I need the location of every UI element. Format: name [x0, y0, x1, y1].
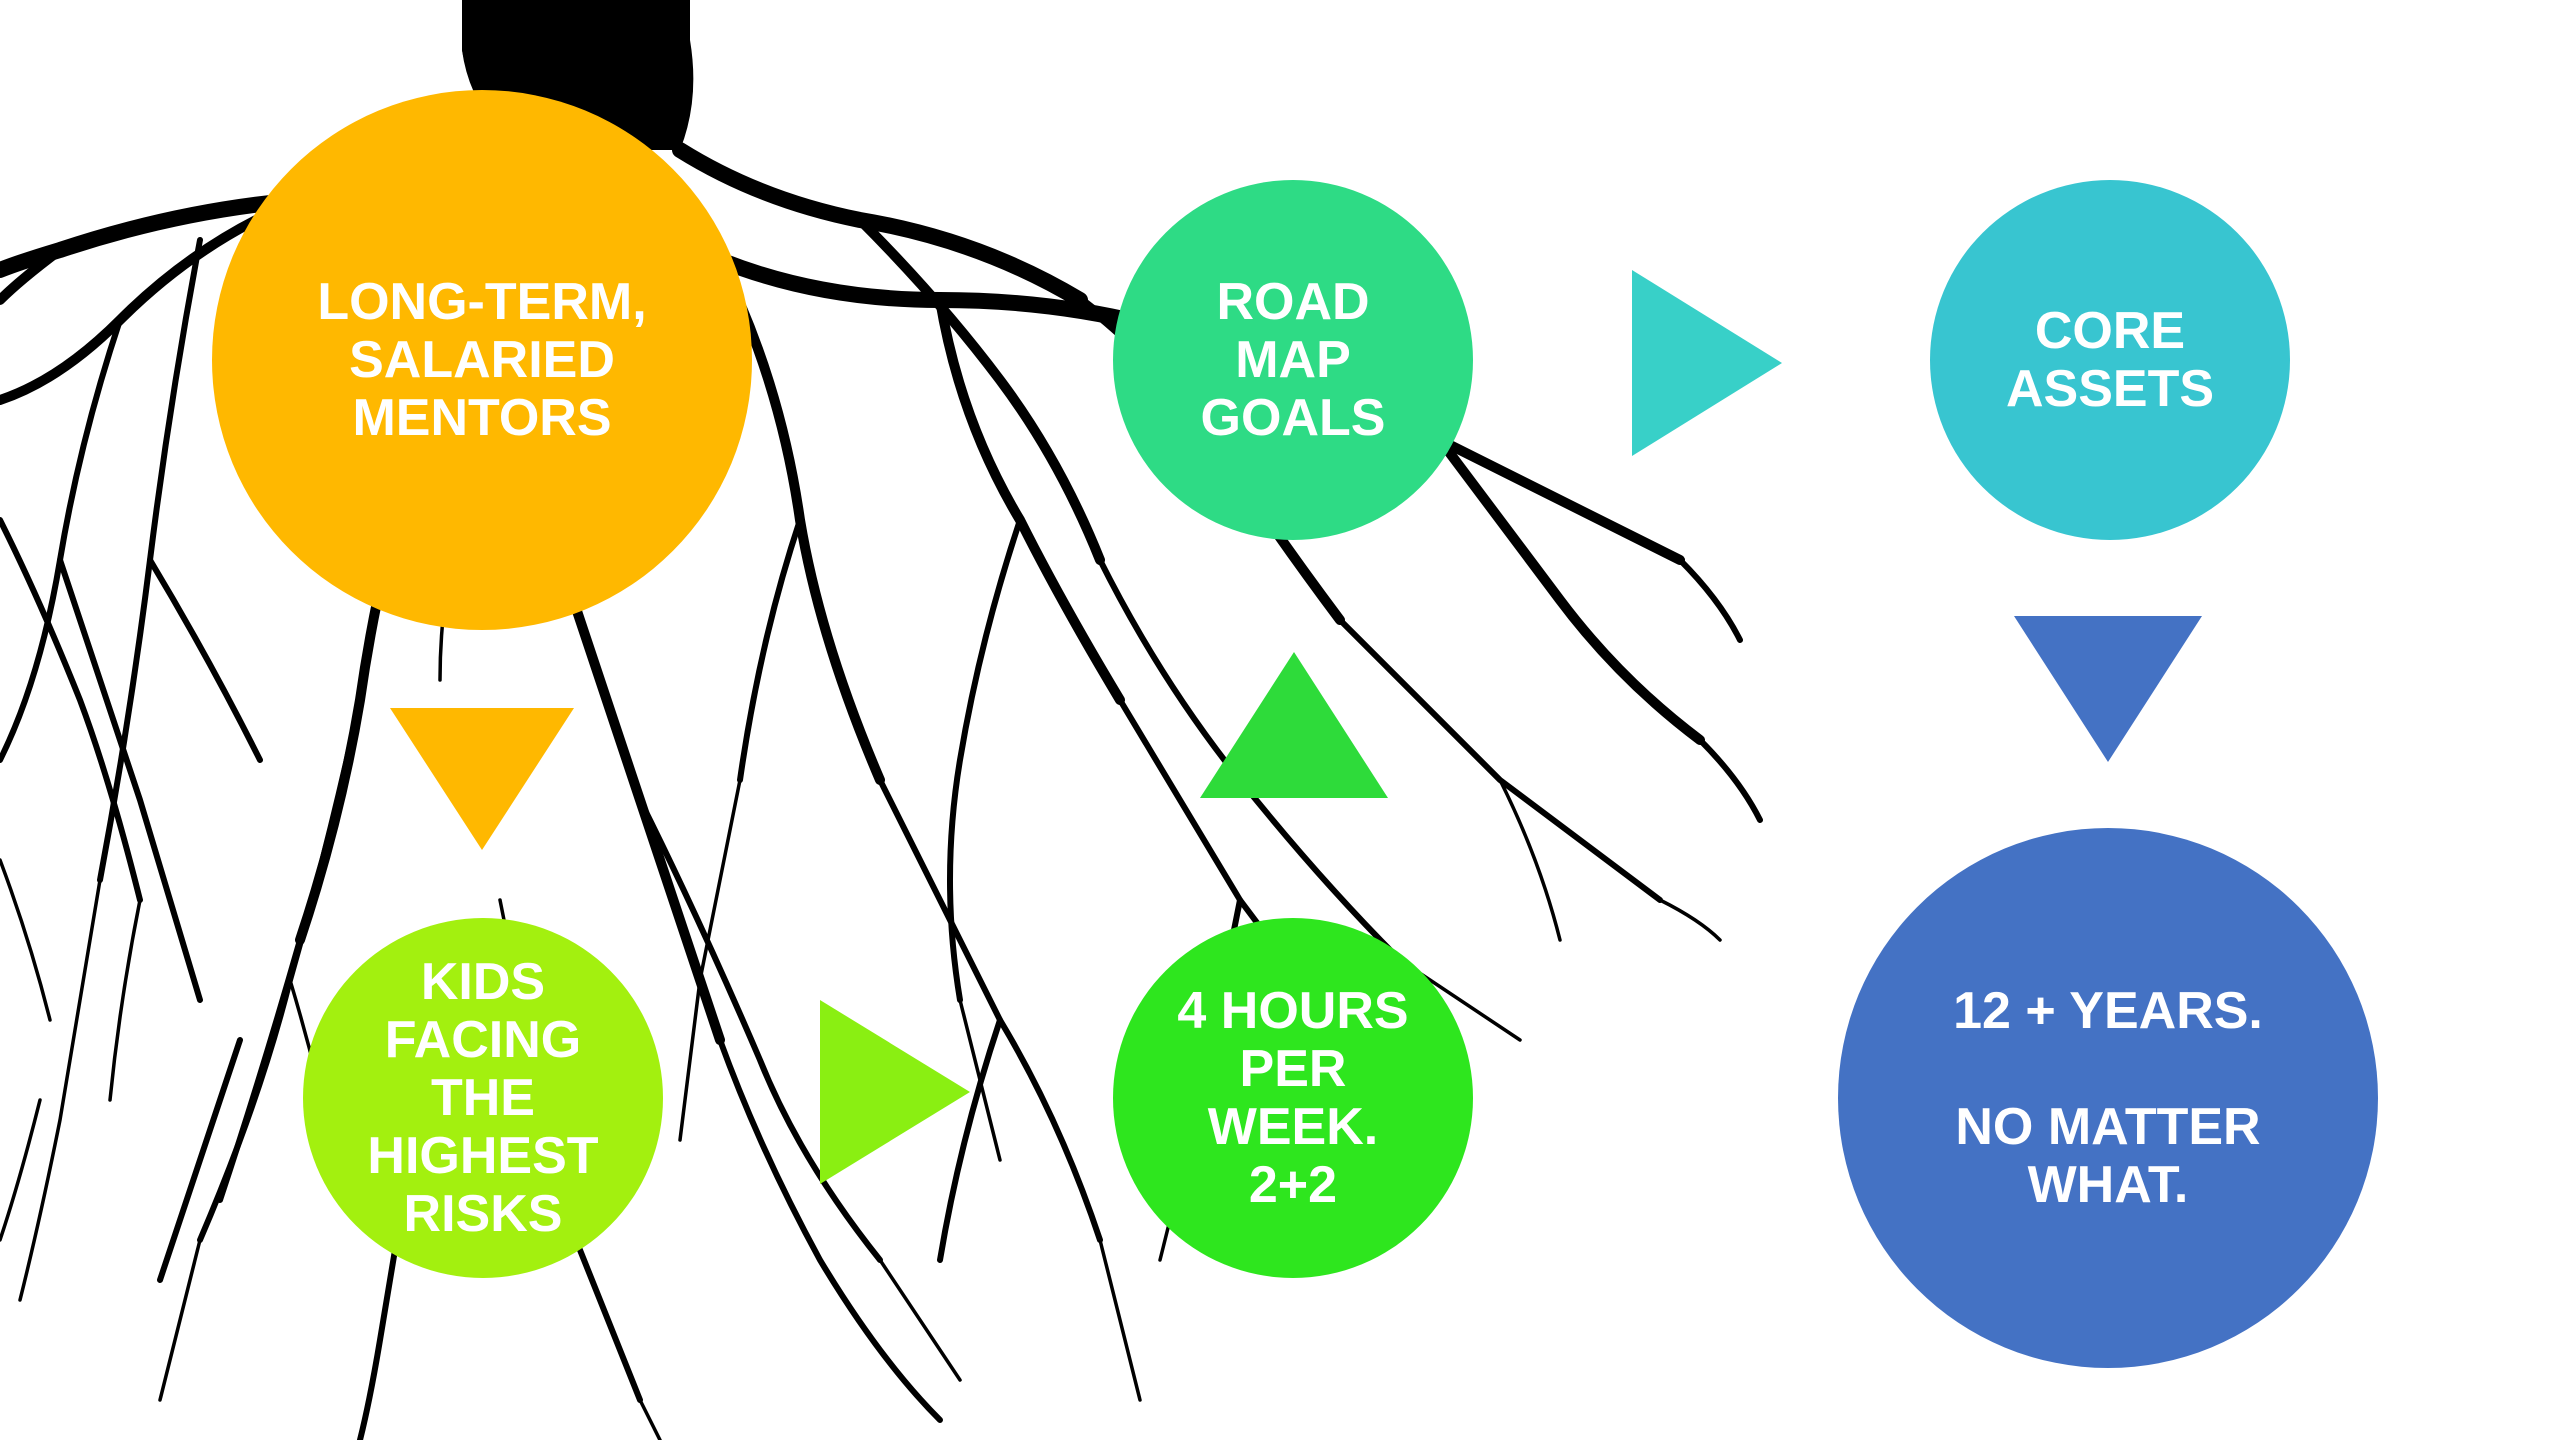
node-hours: 4 HOURS PER WEEK. 2+2: [1113, 918, 1473, 1278]
node-roadmap: ROAD MAP GOALS: [1113, 180, 1473, 540]
node-assets-label: CORE ASSETS: [2005, 302, 2215, 418]
arrow-mentors-to-kids: [390, 708, 574, 850]
node-mentors: LONG-TERM, SALARIED MENTORS: [212, 90, 752, 630]
node-mentors-label: LONG-TERM, SALARIED MENTORS: [317, 273, 647, 447]
arrow-roadmap-to-assets: [1632, 270, 1782, 456]
node-hours-label: 4 HOURS PER WEEK. 2+2: [1177, 982, 1409, 1214]
node-years-label: 12 + YEARS. NO MATTER WHAT.: [1953, 982, 2263, 1214]
node-kids: KIDS FACING THE HIGHEST RISKS: [303, 918, 663, 1278]
arrow-hours-to-roadmap: [1200, 652, 1388, 798]
arrow-assets-to-years: [2014, 616, 2202, 762]
arrow-kids-to-hours: [820, 1000, 970, 1184]
node-years: 12 + YEARS. NO MATTER WHAT.: [1838, 828, 2378, 1368]
node-kids-label: KIDS FACING THE HIGHEST RISKS: [367, 953, 599, 1243]
node-assets: CORE ASSETS: [1930, 180, 2290, 540]
node-roadmap-label: ROAD MAP GOALS: [1200, 273, 1386, 447]
